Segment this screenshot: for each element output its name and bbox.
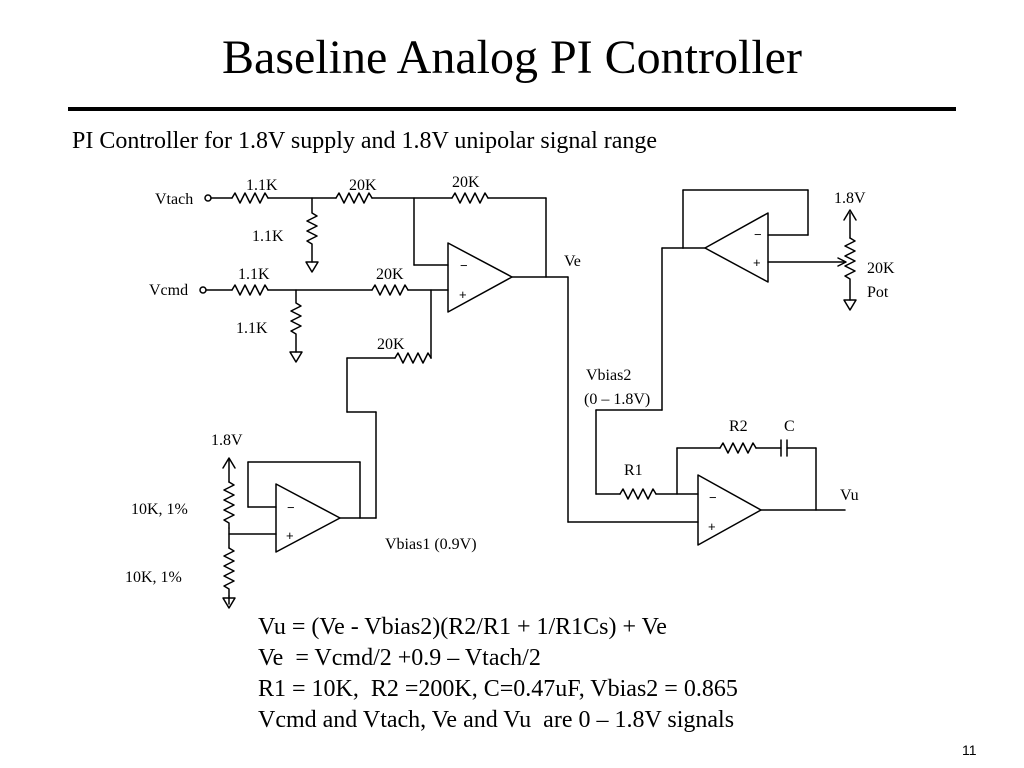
label-r-vcmd-to-noninverting: 20K (376, 266, 404, 283)
pot-wiper-arrow (837, 257, 847, 267)
vcmd-terminal (199, 286, 207, 294)
label-r-divider-bottom: 10K, 1% (125, 569, 182, 586)
equation-line: Vu = (Ve - Vbias2)(R2/R1 + 1/R1Cs) + Ve (258, 614, 667, 640)
slide-title: Baseline Analog PI Controller (222, 31, 802, 84)
opamp-vbias2-plus: + (753, 255, 761, 270)
ground-vtach-shunt (305, 261, 319, 273)
resistor-vbias1-to-noninverting (394, 352, 432, 364)
equation-line: Ve = Vcmd/2 +0.9 – Vtach/2 (258, 645, 541, 671)
label-vu: Vu (840, 487, 859, 504)
label-supply-divider: 1.8V (211, 432, 243, 449)
pot-supply-arrow (843, 209, 857, 221)
label-pot-value: 20K (867, 260, 895, 277)
label-r2: R2 (729, 418, 748, 435)
opamp-summing (447, 242, 513, 313)
label-c: C (784, 418, 795, 435)
opamp-summing-minus: − (460, 258, 468, 273)
label-r1: R1 (624, 462, 643, 479)
opamp-vbias2-minus: − (754, 227, 762, 242)
label-pot: Pot (867, 284, 889, 301)
opamp-vbias1-plus: + (286, 528, 294, 543)
label-r-vbias1-to-noninverting: 20K (377, 336, 405, 353)
label-r-vcmd-shunt: 1.1K (236, 320, 268, 337)
label-ve: Ve (564, 253, 581, 270)
opamp-pi-minus: − (709, 490, 717, 505)
label-supply-pot: 1.8V (834, 190, 866, 207)
divider-supply-arrow (222, 457, 236, 469)
vtach-terminal (204, 194, 212, 202)
label-vbias2: Vbias2 (586, 367, 631, 384)
opamp-pi (697, 474, 762, 546)
label-r-vtach-shunt: 1.1K (252, 228, 284, 245)
equation-line: R1 = 10K, R2 =200K, C=0.47uF, Vbias2 = 0… (258, 676, 738, 702)
opamp-vbias1-buffer (275, 483, 341, 553)
equations-block: Vu = (Ve - Vbias2)(R2/R1 + 1/R1Cs) + Ve … (258, 612, 738, 736)
label-vbias1: Vbias1 (0.9V) (385, 536, 477, 553)
opamp-pi-plus: + (708, 519, 716, 534)
label-r-vtach-to-inverting: 20K (349, 177, 377, 194)
label-r-feedback-top: 20K (452, 174, 480, 191)
title-rule (68, 107, 956, 111)
ground-vcmd-shunt (289, 351, 303, 363)
label-r-vcmd-series: 1.1K (238, 266, 270, 283)
ground-pot (843, 299, 857, 311)
resistor-vtach-shunt (306, 197, 318, 263)
opamp-summing-plus: + (459, 287, 467, 302)
resistor-vtach-series (231, 192, 269, 204)
page-number: 11 (962, 742, 977, 758)
label-vbias2-range: (0 – 1.8V) (584, 391, 650, 408)
resistor-vtach-to-inverting (335, 192, 373, 204)
label-r-vtach-series: 1.1K (246, 177, 278, 194)
resistor-vcmd-series (231, 284, 269, 296)
resistor-pot (844, 237, 856, 301)
resistor-divider-bottom (223, 547, 235, 597)
resistor-divider-top (223, 481, 235, 529)
label-vtach: Vtach (155, 191, 193, 208)
resistor-vcmd-shunt (290, 289, 302, 353)
label-r-divider-top: 10K, 1% (131, 501, 188, 518)
ground-divider (222, 597, 236, 609)
resistor-r2 (719, 442, 757, 454)
resistor-r1 (619, 488, 657, 500)
resistor-vcmd-to-noninverting (371, 284, 409, 296)
opamp-vbias1-minus: − (287, 500, 295, 515)
opamp-vbias2-buffer (704, 212, 769, 283)
resistor-feedback-top (451, 192, 489, 204)
equation-line: Vcmd and Vtach, Ve and Vu are 0 – 1.8V s… (258, 707, 735, 733)
slide-subtitle: PI Controller for 1.8V supply and 1.8V u… (72, 128, 658, 154)
label-vcmd: Vcmd (149, 282, 188, 299)
